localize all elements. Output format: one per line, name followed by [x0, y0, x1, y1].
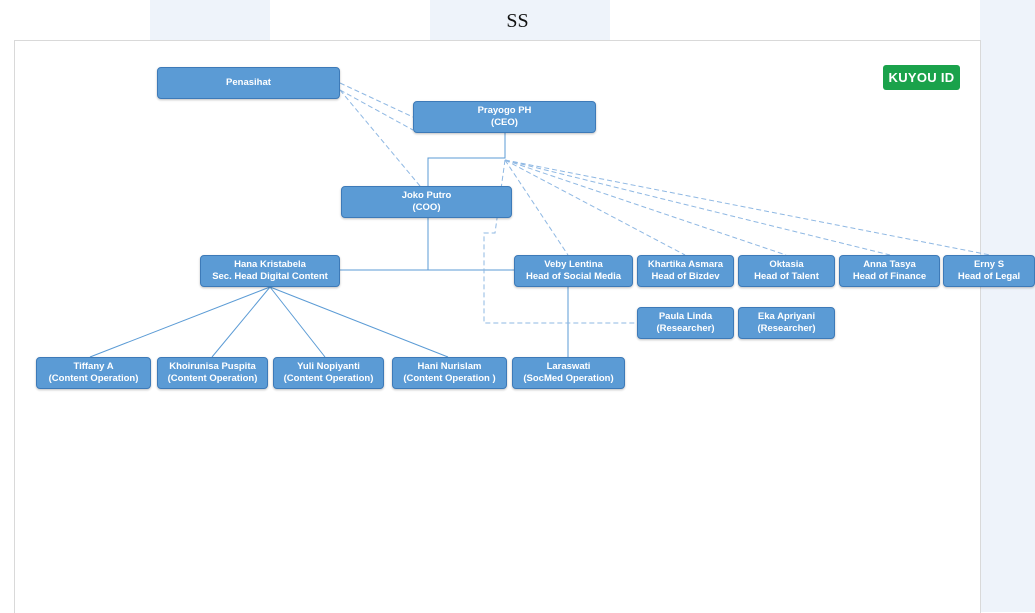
node-name: Hana Kristabela [234, 259, 306, 270]
dash-ceo-anna [504, 159, 891, 256]
line-hana-yuli [269, 286, 326, 358]
node-name: Khoirunisa Puspita [169, 361, 256, 372]
node-anna[interactable]: Anna Tasya Head of Finance [839, 255, 940, 287]
node-name: Laraswati [546, 361, 591, 372]
node-name: Prayogo PH [477, 105, 532, 116]
line-hana-tiffany [89, 286, 271, 358]
node-role: (Content Operation) [283, 373, 374, 384]
background-stripe [430, 0, 610, 40]
dash-penasihat-ceo-2 [339, 89, 414, 131]
node-paula[interactable]: Paula Linda (Researcher) [637, 307, 734, 339]
node-coo[interactable]: Joko Putro (COO) [341, 186, 512, 218]
line-hana-khoirunisa [211, 286, 271, 358]
background-stripe [150, 0, 270, 40]
line-hana-hani [269, 286, 449, 358]
dash-ceo-researchers [483, 159, 637, 324]
dash-ceo-veby [504, 159, 569, 256]
node-role: Sec. Head Digital Content [212, 271, 328, 282]
node-name: Yuli Nopiyanti [297, 361, 360, 372]
node-name: Erny S [973, 259, 1005, 270]
node-yuli[interactable]: Yuli Nopiyanti (Content Operation) [273, 357, 384, 389]
node-role: (Content Operation) [48, 373, 139, 384]
node-role: (SocMed Operation) [523, 373, 614, 384]
node-name: Khartika Asmara [647, 259, 724, 270]
node-role: Head of Social Media [525, 271, 622, 282]
node-eka[interactable]: Eka Apriyani (Researcher) [738, 307, 835, 339]
node-name: Hani Nurislam [417, 361, 482, 372]
header-label: SS [506, 10, 529, 32]
node-ceo[interactable]: Prayogo PH (CEO) [413, 101, 596, 133]
node-role: (CEO) [491, 117, 518, 128]
background-stripe [980, 0, 1035, 612]
node-tiffany[interactable]: Tiffany A (Content Operation) [36, 357, 151, 389]
node-role: Head of Legal [957, 271, 1021, 282]
node-oktasia[interactable]: Oktasia Head of Talent [738, 255, 835, 287]
node-name: Eka Apriyani [757, 311, 816, 322]
node-laraswati[interactable]: Laraswati (SocMed Operation) [512, 357, 625, 389]
node-role: Head of Talent [754, 271, 819, 282]
dash-penasihat-coo [339, 89, 421, 187]
node-role: (Researcher) [656, 323, 715, 334]
node-role: (Content Operation ) [403, 373, 496, 384]
node-erny[interactable]: Erny S Head of Legal [943, 255, 1035, 287]
node-role: (Content Operation) [167, 373, 258, 384]
node-penasihat[interactable]: Penasihat [157, 67, 340, 99]
dash-penasihat-ceo [339, 82, 414, 118]
node-role: Head of Finance [852, 271, 927, 282]
dash-ceo-oktasia [504, 159, 787, 256]
node-veby[interactable]: Veby Lentina Head of Social Media [514, 255, 633, 287]
node-name: Tiffany A [73, 361, 114, 372]
node-name: Penasihat [226, 77, 271, 88]
line-ceo-coo [427, 133, 506, 186]
dash-ceo-khartika [504, 159, 686, 256]
node-name: Joko Putro [401, 190, 452, 201]
node-hani[interactable]: Hani Nurislam (Content Operation ) [392, 357, 507, 389]
node-name: Anna Tasya [863, 259, 916, 270]
kuyou-logo: KUYOU ID [883, 65, 960, 90]
node-name: Oktasia [769, 259, 804, 270]
dash-ceo-erny [504, 159, 991, 256]
node-role: (COO) [412, 202, 441, 213]
node-khoirunisa[interactable]: Khoirunisa Puspita (Content Operation) [157, 357, 268, 389]
node-role: Head of Bizdev [651, 271, 720, 282]
node-khartika[interactable]: Khartika Asmara Head of Bizdev [637, 255, 734, 287]
node-role: (Researcher) [757, 323, 816, 334]
node-name: Veby Lentina [544, 259, 603, 270]
node-name: Paula Linda [658, 311, 713, 322]
node-hana[interactable]: Hana Kristabela Sec. Head Digital Conten… [200, 255, 340, 287]
